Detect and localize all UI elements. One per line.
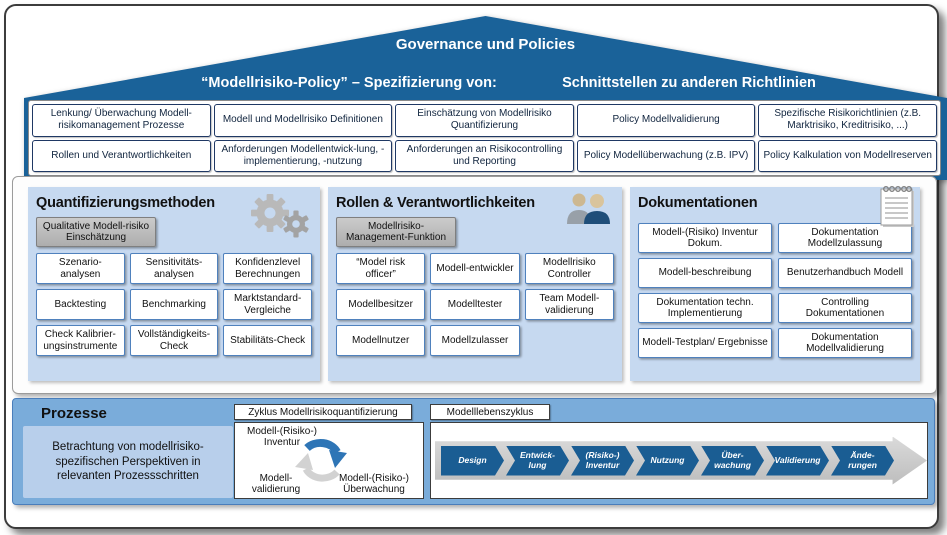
roles-grid: “Model risk officer” Modell-entwickler M… (336, 253, 614, 356)
doc-box: Modell-(Risiko) Inventur Dokum. (638, 223, 772, 253)
method-box: Marktstandard-Vergleiche (223, 289, 312, 320)
roof-title: Governance und Policies (395, 36, 576, 53)
process-panel: Prozesse Betrachtung von modellrisiko-sp… (12, 398, 935, 505)
policy-spec-heading: “Modellrisiko-Policy” – Spezifizierung v… (201, 75, 497, 91)
role-box: Modelltester (430, 289, 520, 320)
role-box: Modell-entwickler (430, 253, 520, 284)
notepad-icon (878, 183, 916, 234)
quant-methods-column: Quantifizierungsmethoden (28, 187, 320, 381)
method-box: Benchmarking (129, 289, 219, 320)
method-box: Vollständigkeits-Check (129, 325, 219, 356)
process-title: Prozesse (41, 405, 107, 422)
lifecycle-step: Ände-rungen (831, 446, 894, 476)
method-box: Stabilitäts-Check (223, 325, 312, 356)
method-box: Sensitivitäts-analysen (129, 253, 219, 284)
process-description: Betrachtung von modellrisiko-spezifische… (23, 426, 233, 498)
method-box: Check Kalibrier-ungsinstrumente (36, 325, 125, 356)
roof-topic-box: Policy Modellüberwachung (z.B. IPV) (576, 139, 756, 172)
roof-topic-box: Modell und Modellrisiko Definitionen (213, 104, 393, 137)
cycle-step-validierung: Modell-validierung (251, 472, 301, 495)
role-box: Modellnutzer (336, 325, 426, 356)
quant-cycle-box: Modell-(Risiko-) Inventur Modell-validie… (234, 422, 424, 499)
method-box: Szenario-analysen (36, 253, 125, 284)
doc-box: Dokumentation Modellvalidierung (778, 328, 912, 358)
roof-topic-box: Rollen und Verantwortlichkeiten (32, 139, 211, 172)
lifecycle-step: Validierung (766, 446, 829, 476)
roof-topic-box: Anforderungen an Risikocontrolling und R… (395, 139, 574, 172)
governance-roof: Governance und Policies “Modellrisiko-Po… (12, 8, 947, 180)
role-box: “Model risk officer” (336, 253, 426, 284)
doc-box: Modell-Testplan/ Ergebnisse (638, 328, 772, 358)
lifecycle-step: Nutzung (636, 446, 699, 476)
people-icon (564, 191, 612, 229)
method-box: Backtesting (36, 289, 125, 320)
gears-icon (242, 189, 314, 244)
quant-cycle-tab: Zyklus Modellrisikoquantifizierung (234, 404, 412, 420)
roof-topic-box: Policy Kalkulation von Modellreserven (758, 139, 937, 172)
cycle-step-ueberwachung: Modell-(Risiko-) Überwachung (338, 472, 409, 495)
documentation-column: Dokumentationen Modell-(Risiko) Inventur… (630, 186, 920, 381)
lifecycle-step: Entwick-lung (506, 446, 569, 476)
roof-topic-box: Einschätzung von Modellrisiko Quantifizi… (395, 104, 574, 137)
lifecycle-tab: Modelllebenszyklus (430, 404, 550, 420)
lifecycle-step: Über-wachung (701, 446, 764, 476)
roof-topic-box: Policy Modellvalidierung (576, 104, 756, 137)
circular-arrows-icon (293, 436, 349, 489)
doc-box: Benutzerhandbuch Modell (778, 258, 912, 288)
roof-topic-box: Spezifische Risikorichtlinien (z.B. Mark… (758, 104, 937, 137)
lifecycle-box: Design Entwick-lung (Risiko-) Inventur N… (430, 422, 928, 499)
lifecycle-step: Design (441, 446, 504, 476)
roles-title: Rollen & Verantwortlichkeiten (336, 195, 535, 211)
quant-methods-title: Quantifizierungsmethoden (36, 195, 215, 211)
interfaces-heading: Schnittstellen zu anderen Richtlinien (562, 75, 816, 91)
doc-box: Modell-beschreibung (638, 258, 772, 288)
doc-box: Controlling Dokumentationen (778, 293, 912, 323)
roof-topics-panel: Lenkung/ Überwachung Modell-risikomanage… (28, 100, 941, 176)
role-box: Team Modell-validierung (524, 289, 614, 320)
quant-methods-grid: Szenario-analysen Sensitivitäts-analysen… (36, 253, 312, 356)
roof-topic-box: Anforderungen Modellentwick-lung, -imple… (213, 139, 393, 172)
roof-topic-box: Lenkung/ Überwachung Modell-risikomanage… (32, 104, 211, 137)
qualitative-assessment-box: Qualitative Modell-risiko Einschätzung (36, 217, 156, 247)
role-box: Modellbesitzer (336, 289, 426, 320)
method-box: Konfidenzlevel Berechnungen (223, 253, 312, 284)
role-box: Modellzulasser (430, 325, 520, 356)
role-box: Modellrisiko Controller (524, 253, 614, 284)
capability-panel: Quantifizierungsmethoden (12, 176, 937, 394)
lifecycle-step: (Risiko-) Inventur (571, 446, 634, 476)
mrm-function-box: Modellrisiko-Management-Funktion (336, 217, 456, 247)
doc-box: Dokumentation techn. Implementierung (638, 293, 772, 323)
documentation-grid: Modell-(Risiko) Inventur Dokum. Dokument… (638, 223, 912, 358)
cycle-step-inventur: Modell-(Risiko-) Inventur (246, 426, 317, 449)
documentation-title: Dokumentationen (638, 195, 758, 211)
roles-column: Rollen & Verantwortlichkeiten Modellrisi… (328, 187, 622, 381)
lifecycle-steps: Design Entwick-lung (Risiko-) Inventur N… (441, 446, 894, 476)
doc-box: Dokumentation Modellzulassung (778, 223, 912, 253)
